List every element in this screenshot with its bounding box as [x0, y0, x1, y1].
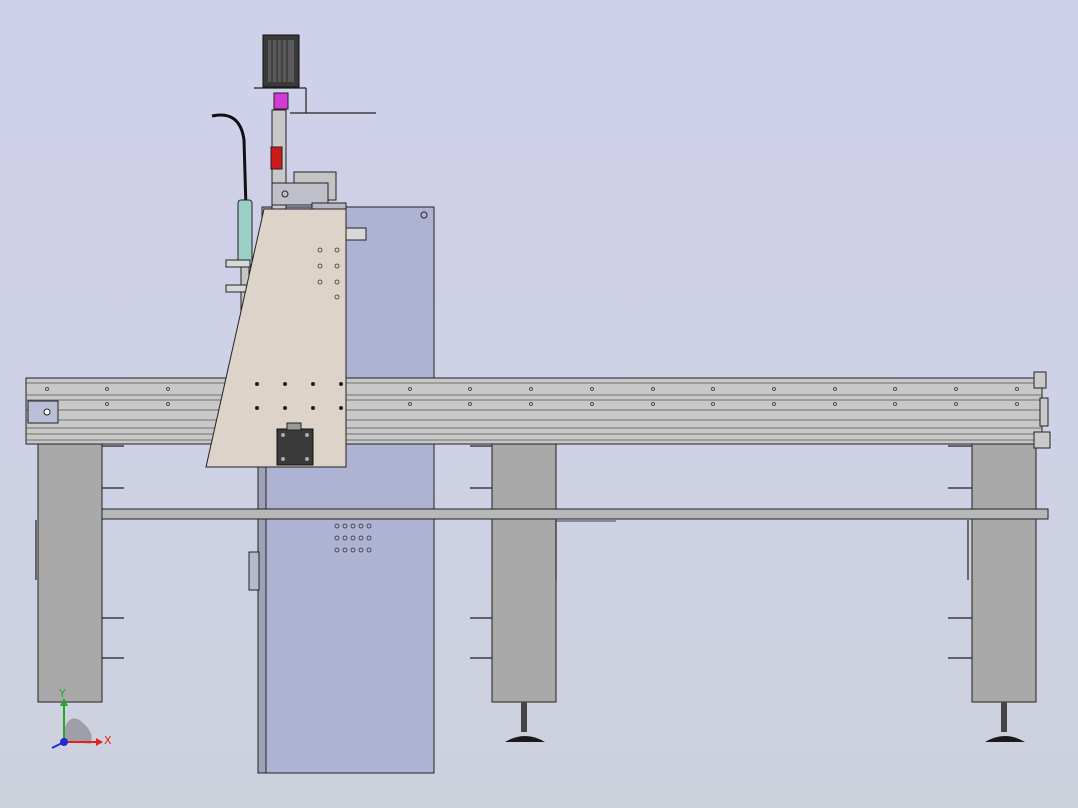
y-axis-label: Y	[58, 687, 66, 700]
triad-plane-icon	[64, 718, 92, 744]
frame-legs	[37, 443, 1037, 703]
gantry-side-plate	[205, 208, 347, 468]
coordinate-triad: X Y	[51, 687, 112, 749]
leg-brackets	[35, 445, 972, 659]
x-axis-label: X	[104, 734, 112, 747]
cross-bar	[101, 508, 1049, 522]
leveling-feet	[505, 702, 1025, 742]
z-stepper-motor	[262, 34, 300, 88]
x-drive-motor	[276, 422, 314, 466]
main-rail	[25, 371, 1051, 449]
